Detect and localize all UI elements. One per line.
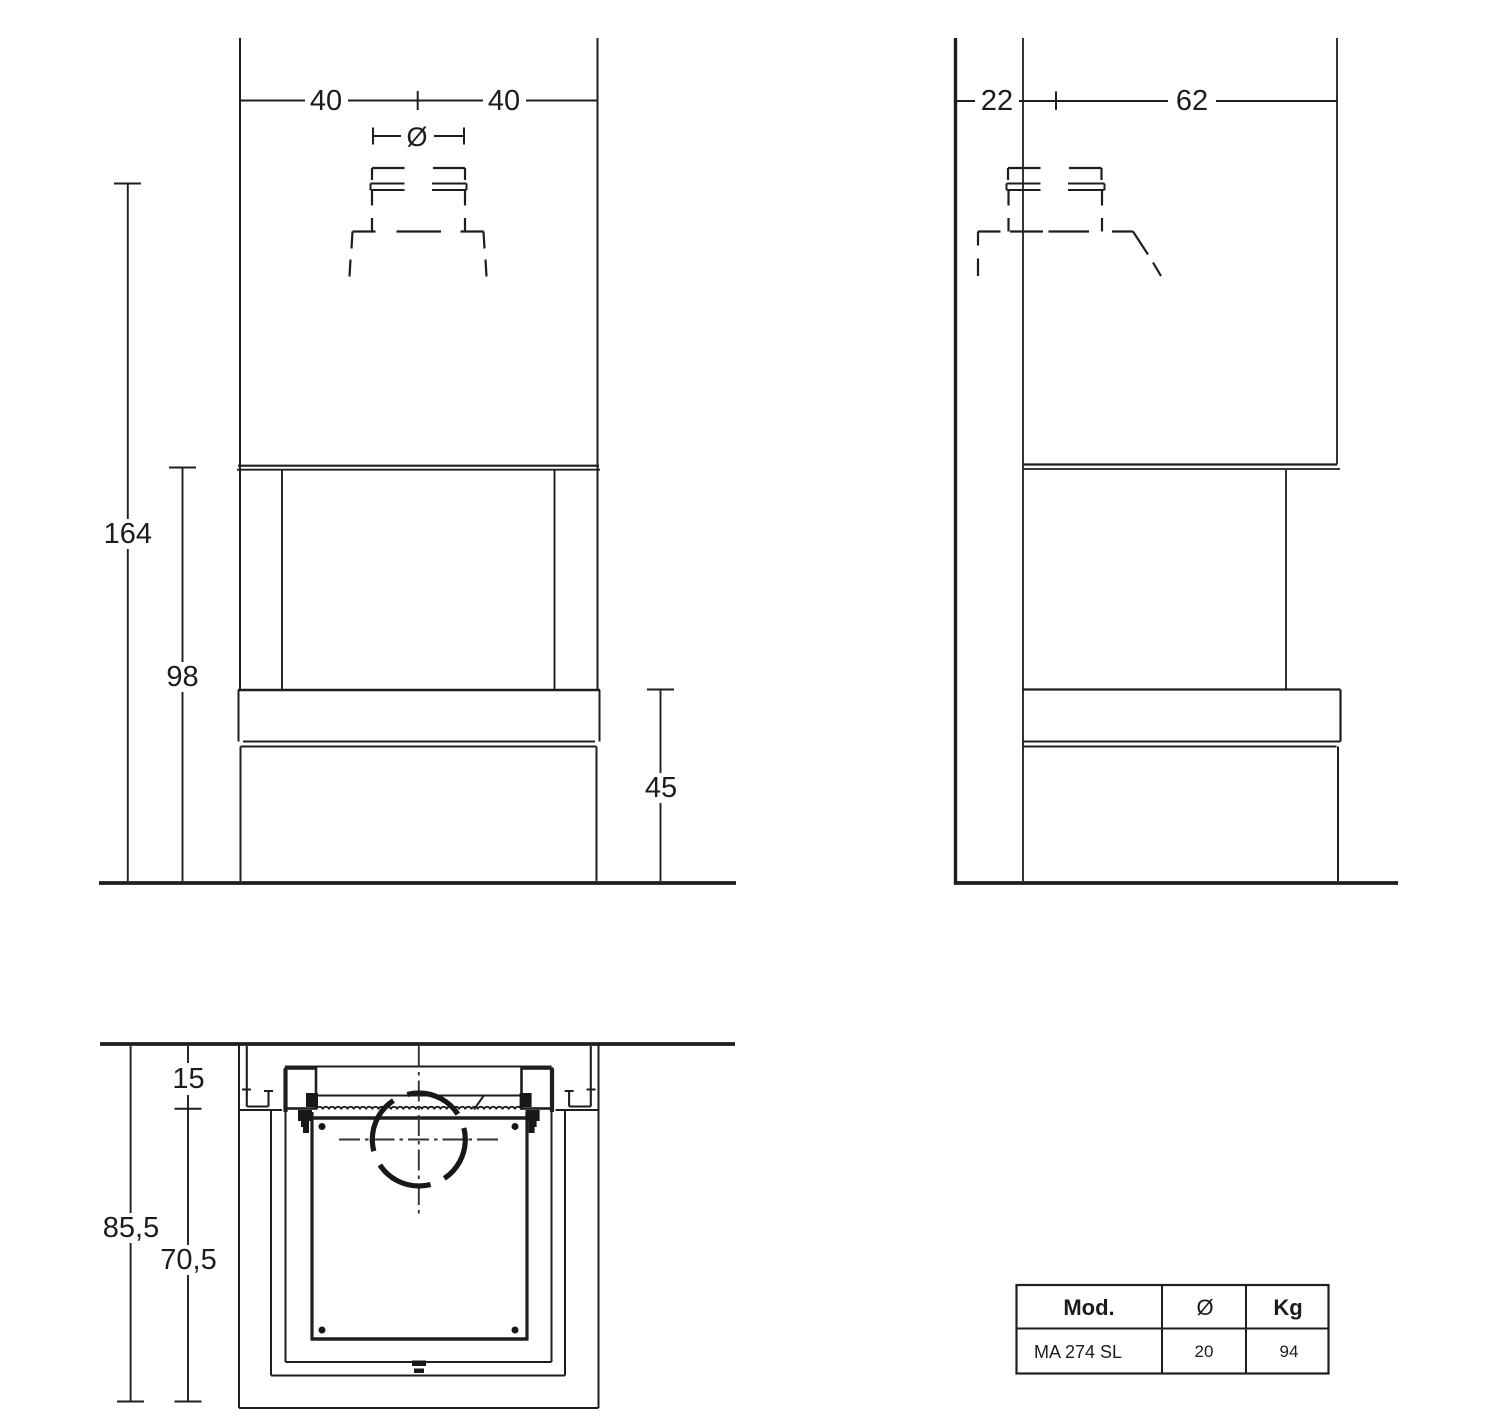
svg-text:85,5: 85,5 xyxy=(103,1212,159,1244)
svg-text:Ø: Ø xyxy=(406,122,427,152)
svg-text:Kg: Kg xyxy=(1273,1295,1302,1320)
svg-text:40: 40 xyxy=(310,85,342,117)
svg-text:62: 62 xyxy=(1176,85,1208,117)
svg-text:164: 164 xyxy=(104,518,152,550)
svg-text:22: 22 xyxy=(981,85,1013,117)
svg-text:20: 20 xyxy=(1195,1342,1214,1361)
svg-text:Ø: Ø xyxy=(1196,1295,1213,1320)
svg-text:70,5: 70,5 xyxy=(160,1244,216,1276)
svg-text:40: 40 xyxy=(488,85,520,117)
svg-text:98: 98 xyxy=(166,661,198,693)
svg-text:Mod.: Mod. xyxy=(1063,1295,1114,1320)
svg-text:MA 274 SL: MA 274 SL xyxy=(1034,1342,1122,1362)
svg-text:15: 15 xyxy=(172,1063,204,1095)
svg-text:45: 45 xyxy=(645,772,677,804)
svg-text:94: 94 xyxy=(1280,1342,1299,1361)
